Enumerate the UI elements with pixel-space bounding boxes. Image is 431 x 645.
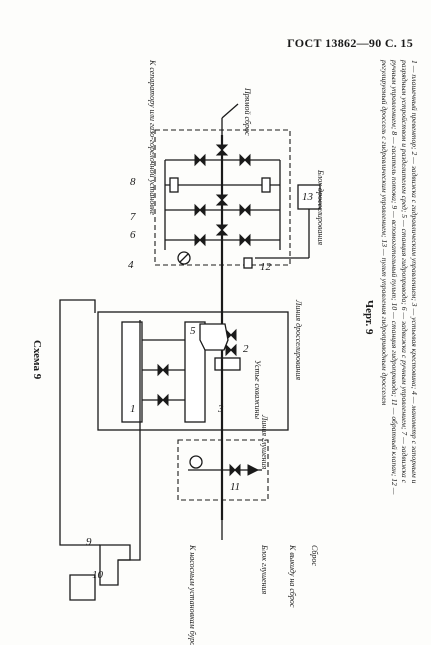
choke-manifold: [164, 103, 281, 300]
label-kill-block: Блок глушения: [260, 544, 269, 595]
legend-line-4: регулируемый дроссель с гидравлическим у…: [380, 59, 389, 405]
label-number-1: 1: [130, 403, 136, 415]
label-number-4: 4: [128, 259, 134, 271]
label-number-7: 7: [130, 211, 136, 223]
label-number-3: 3: [217, 403, 224, 415]
auxiliary-panel: [99, 544, 131, 586]
label-reserve: Сброс: [310, 545, 319, 566]
label-number-10: 10: [92, 569, 104, 581]
legend-line-2: разрядным устройством и разделителем сре…: [400, 59, 409, 484]
label-discharge: К выкиду на сброс: [288, 544, 297, 608]
label-choke-block: Блок дросселирования: [316, 169, 325, 245]
page-header: ГОСТ 13862—90 С. 15: [287, 36, 413, 50]
figure-caption: Черт. 9: [363, 300, 375, 335]
kill-manifold: [188, 430, 262, 540]
scheme-title: Схема 9: [31, 340, 43, 380]
label-choke-line: Линия дросселирования: [294, 299, 303, 380]
label-number-5: 5: [190, 325, 196, 337]
label-wellhead: Устье скважины: [253, 360, 262, 420]
legend-line-3: ручным управлением; 8 — гаситель потока;…: [390, 59, 399, 495]
label-number-2: 2: [243, 343, 249, 355]
label-number-8: 8: [130, 176, 136, 188]
label-number-9: 9: [86, 536, 92, 548]
label-number-11: 11: [230, 481, 240, 493]
label-number-13: 13: [302, 191, 314, 203]
label-flare: Прямой сброс: [243, 87, 252, 136]
label-kill-line: Линия глушения: [260, 414, 269, 470]
label-number-12: 12: [260, 261, 272, 273]
label-pump-unit: К насосным установкам буровой: [188, 544, 197, 645]
label-separator: К сепаратору или газо-горелочной установ…: [148, 59, 157, 215]
hydraulic-station: [69, 574, 96, 601]
label-number-6: 6: [130, 229, 136, 241]
wellhead-stack: [97, 300, 289, 431]
legend-line-1: 1 — плашечный превентор; 2 — задвижка с …: [410, 60, 419, 484]
